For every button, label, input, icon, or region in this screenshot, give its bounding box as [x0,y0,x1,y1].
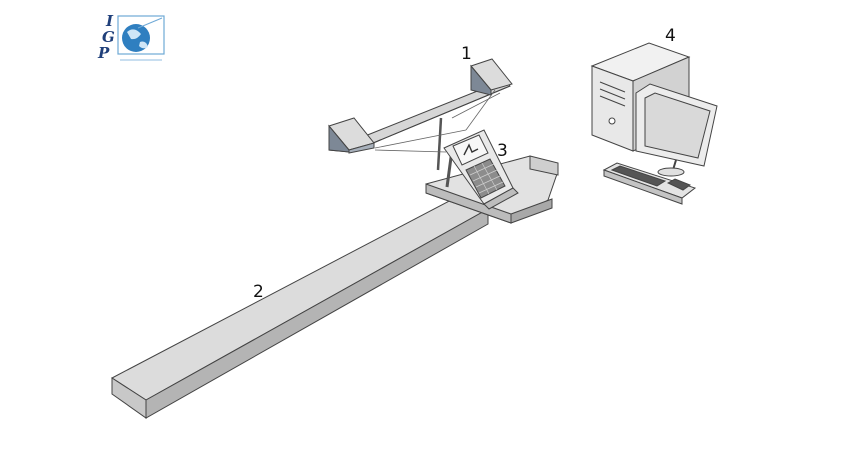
sensor-bar [328,58,513,171]
logo-globe-icon [117,15,165,61]
monitor-screen [644,92,711,159]
callout-1: 1 [461,44,472,64]
walkway-side [145,208,489,419]
console [443,129,519,210]
callout-4: 4 [665,26,676,46]
platform-back-slab [529,155,559,176]
igp-logo: I G P [96,12,168,64]
logo-letter-p: P [98,44,110,62]
walkway [111,198,490,419]
platform-right [510,198,553,224]
console-side [483,187,519,210]
left-sensor-face [348,142,375,154]
walkway-top [111,198,490,401]
logo-letter-g: G [102,28,115,46]
computer [590,42,718,205]
callout-3: 3 [497,141,508,161]
pc-case-front [591,65,634,152]
logo-letter-i: I [106,12,114,30]
monitor-stand [657,167,685,177]
keyboard-keys [610,165,667,187]
callout-2: 2 [253,282,264,302]
right-sensor-front [470,64,492,96]
